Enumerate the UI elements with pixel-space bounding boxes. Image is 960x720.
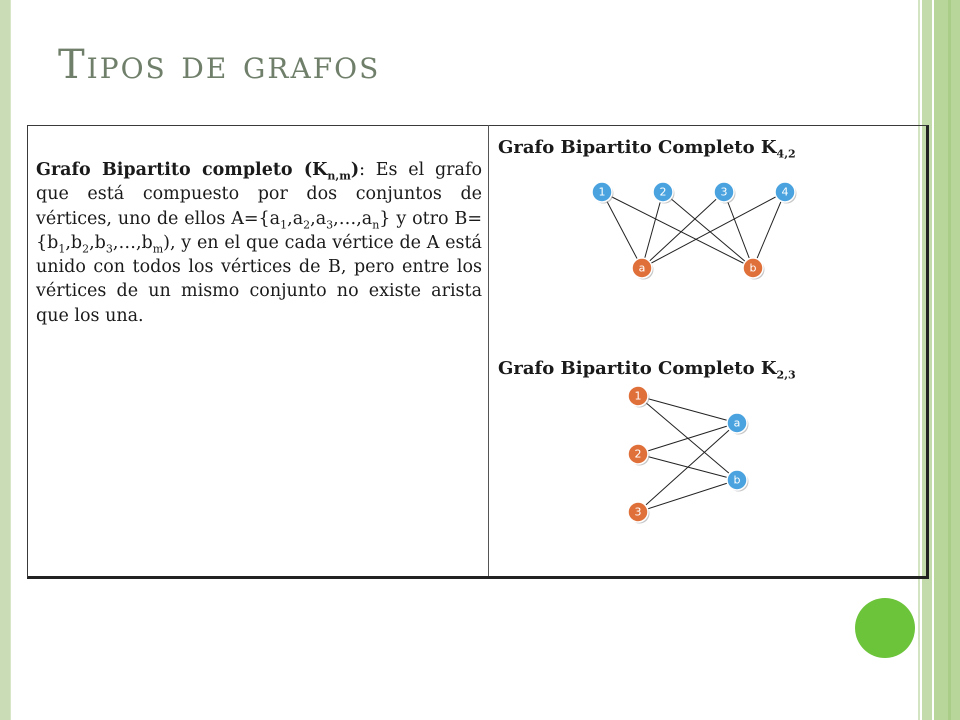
graph-edge [637,395,738,424]
graph-edge [641,191,725,269]
term-name: Grafo Bipartito completo (Kn,m) [36,160,360,183]
graph-edge [723,191,754,269]
graph-node-label: 1 [635,390,642,403]
graph-node-label: b [734,474,741,487]
graph-node: 2 [652,181,675,204]
graph1-heading-text: Grafo Bipartito Completo K [498,137,777,158]
graph-node-label: 2 [660,186,667,199]
graph-edge [637,422,738,513]
content-table [27,125,929,579]
graph2-heading: Grafo Bipartito Completo K2,3 [498,358,796,382]
graph-node: b [726,469,749,492]
graph-edge [637,422,738,455]
graph-edge [601,191,754,269]
graph-k23: 1 2 3 a b [627,385,749,524]
term-prefix: Grafo Bipartito completo (K [36,160,328,180]
table-column-divider [488,125,489,576]
graph1-heading-subscript: 4,2 [776,147,796,161]
subscript: m [152,242,164,256]
graph2-heading-text: Grafo Bipartito Completo K [498,358,777,379]
subscript: 1 [58,242,66,256]
subscript: 3 [105,242,113,256]
left-frame-stripe [0,0,11,720]
term-suffix: ) [350,160,360,180]
term-subscript: n,m [327,169,351,183]
graph-node-label: a [639,262,646,275]
graph-node-label: b [750,262,757,275]
graph-node: 3 [627,501,650,524]
description-text-3: ), y en el que cada vértice de A está un… [36,232,482,326]
subscript: 1 [280,218,288,232]
subscript: n [372,218,380,232]
slide-title: Tipos de grafos [58,42,381,88]
graph-node: 3 [713,181,736,204]
graph-node: 1 [627,385,650,408]
graph-node-label: a [734,417,741,430]
graph-node-label: 4 [782,186,789,199]
graph-node: 1 [591,181,614,204]
subscript: 3 [326,218,334,232]
graph-node-label: 1 [599,186,606,199]
graph-edge [752,191,786,269]
graph-node: a [726,412,749,435]
graph-node-label: 2 [635,448,642,461]
graph-node-label: 3 [635,506,642,519]
right-frame-stripe [918,0,920,720]
subscript: 2 [303,218,311,232]
right-frame-stripe [934,0,960,720]
graph2-heading-subscript: 2,3 [776,368,796,382]
graph-node: 4 [774,181,797,204]
graph-edge [601,191,643,269]
graph-edge [637,479,738,513]
graph-node: b [742,257,765,280]
graph-k42: 1 2 3 4 a b [591,181,797,280]
graph-edge [641,191,664,269]
graph-node-label: 3 [721,186,728,199]
bipartite-description: Grafo Bipartito completo (Kn,m): Es el g… [36,160,483,326]
graph-node: a [631,257,654,280]
accent-circle [855,598,915,658]
description-text-2: } y otro B={b [36,208,483,253]
subscript: 2 [82,242,90,256]
right-frame-stripe [948,0,951,720]
graph-edge [641,191,786,269]
graph-edge [662,191,754,269]
graph1-heading: Grafo Bipartito Completo K4,2 [498,137,796,161]
description-text-1: : Es el grafo que está compuesto por dos… [36,160,482,229]
graph-node: 2 [627,443,650,466]
